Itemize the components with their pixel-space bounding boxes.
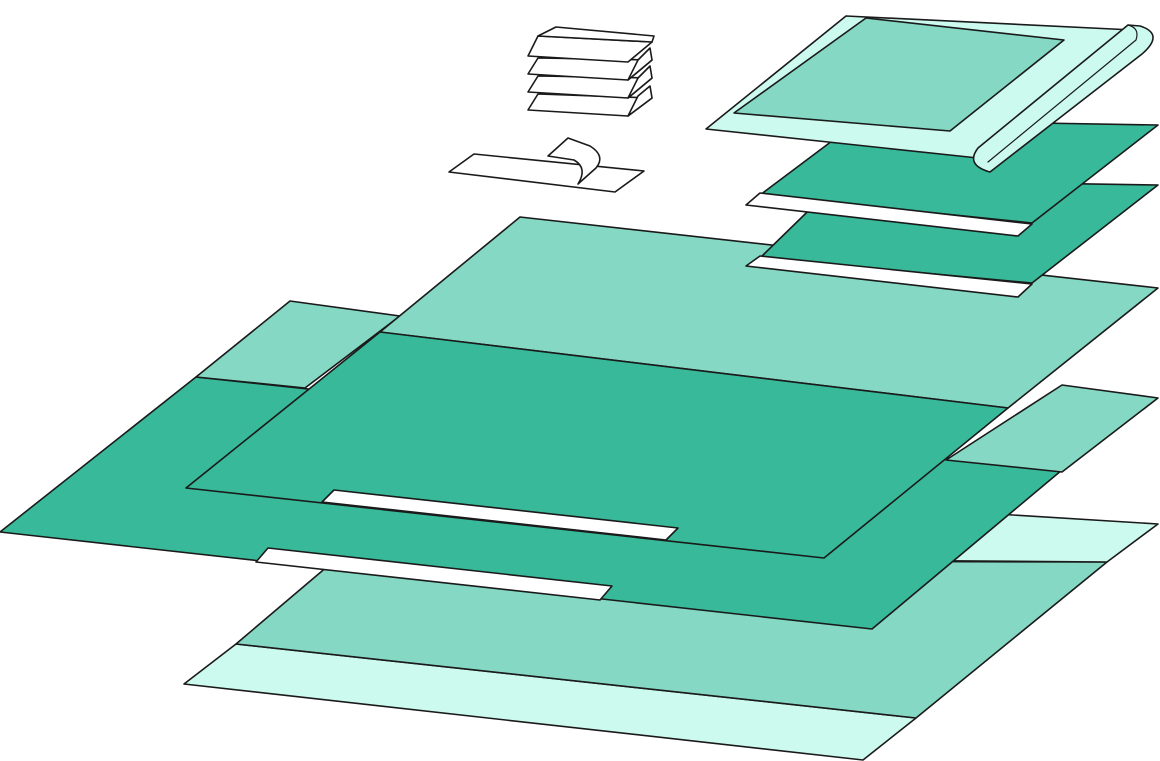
folded-towel-4 bbox=[527, 85, 653, 117]
folded-towel-2 bbox=[527, 47, 653, 81]
rolled-towel bbox=[705, 15, 1154, 173]
adhesive-tape-peeled-tab bbox=[547, 137, 601, 185]
frame-drape-right-light-flap bbox=[945, 384, 1159, 473]
folded-towel-1 bbox=[527, 26, 655, 63]
adhesive-tape bbox=[448, 137, 645, 193]
frame-drape-adhesive-strip bbox=[255, 547, 613, 601]
top-drape bbox=[185, 216, 1159, 559]
folded-towels bbox=[527, 26, 655, 117]
small-drape-lower-tape bbox=[745, 255, 1033, 298]
rolled-towel-roll-curl bbox=[987, 24, 1138, 163]
rolled-towel-roll bbox=[972, 24, 1154, 173]
adhesive-tape-strip bbox=[448, 153, 645, 193]
top-drape-adhesive-strip bbox=[321, 489, 679, 541]
small-drape-upper-tape bbox=[745, 192, 1033, 237]
folded-towel-3 bbox=[527, 65, 653, 99]
rolled-towel-light-panel bbox=[733, 17, 1065, 132]
